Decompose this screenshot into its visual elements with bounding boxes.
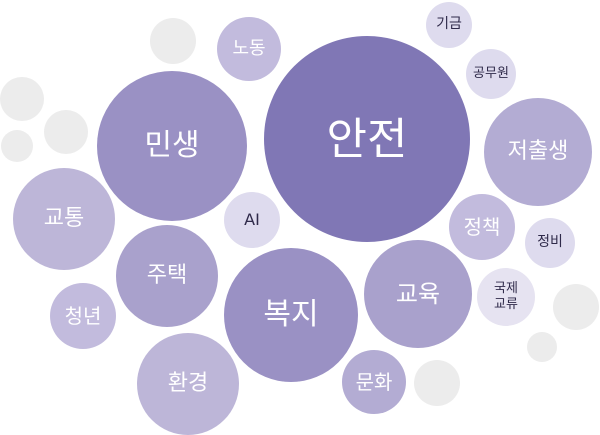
keyword-label: 민생	[144, 128, 200, 164]
keyword-bubble-munhwa[interactable]: 문화	[342, 350, 406, 414]
decor-circle	[0, 77, 44, 121]
keyword-bubble-gyotong[interactable]: 교통	[13, 168, 115, 270]
keyword-label: 교통	[43, 206, 85, 232]
keyword-bubble-hwangyeong[interactable]: 환경	[137, 333, 239, 435]
decor-circle	[150, 18, 196, 64]
keyword-bubble-bokji[interactable]: 복지	[224, 248, 358, 382]
keyword-bubble-cheongnyeon[interactable]: 청년	[50, 283, 116, 349]
keyword-bubble-jeongchaek[interactable]: 정책	[449, 194, 515, 260]
keyword-label: 교육	[395, 280, 441, 308]
keyword-bubble-ai[interactable]: AI	[224, 192, 280, 248]
keyword-label: 복지	[263, 297, 319, 333]
keyword-bubble-jeongbi[interactable]: 정비	[525, 218, 575, 268]
keyword-label: 노동	[232, 37, 266, 59]
keyword-bubble-gyoyuk[interactable]: 교육	[364, 240, 472, 348]
keyword-label: 저출생	[507, 139, 569, 165]
keyword-bubble-anjeon[interactable]: 안전	[264, 36, 470, 242]
keyword-label: 정비	[537, 234, 563, 251]
keyword-label: 국제 교류	[494, 280, 518, 312]
keyword-label: 환경	[167, 371, 209, 397]
keyword-label: AI	[244, 210, 260, 229]
keyword-bubble-jutaek[interactable]: 주택	[116, 225, 218, 327]
keyword-label: 정책	[463, 214, 501, 239]
keyword-bubble-nodong[interactable]: 노동	[217, 17, 281, 81]
keyword-bubble-gongmuwon[interactable]: 공무원	[466, 49, 516, 99]
keyword-bubble-gigeum[interactable]: 기금	[426, 2, 472, 48]
decor-circle	[527, 332, 557, 362]
decor-circle	[414, 360, 460, 406]
keyword-bubble-jeochulsaeng[interactable]: 저출생	[484, 98, 592, 206]
keyword-label: 안전	[326, 113, 408, 165]
keyword-bubble-gukje-gyoryu[interactable]: 국제 교류	[477, 268, 535, 326]
decor-circle	[44, 110, 88, 154]
keyword-label: 청년	[64, 303, 102, 328]
keyword-label: 공무원	[473, 65, 509, 81]
keyword-label: 기금	[436, 16, 462, 33]
keyword-label: 주택	[146, 263, 188, 289]
decor-circle	[1, 130, 33, 162]
keyword-label: 문화	[355, 369, 393, 394]
keyword-bubble-minsaeng[interactable]: 민생	[97, 71, 247, 221]
decor-circle	[553, 284, 599, 330]
